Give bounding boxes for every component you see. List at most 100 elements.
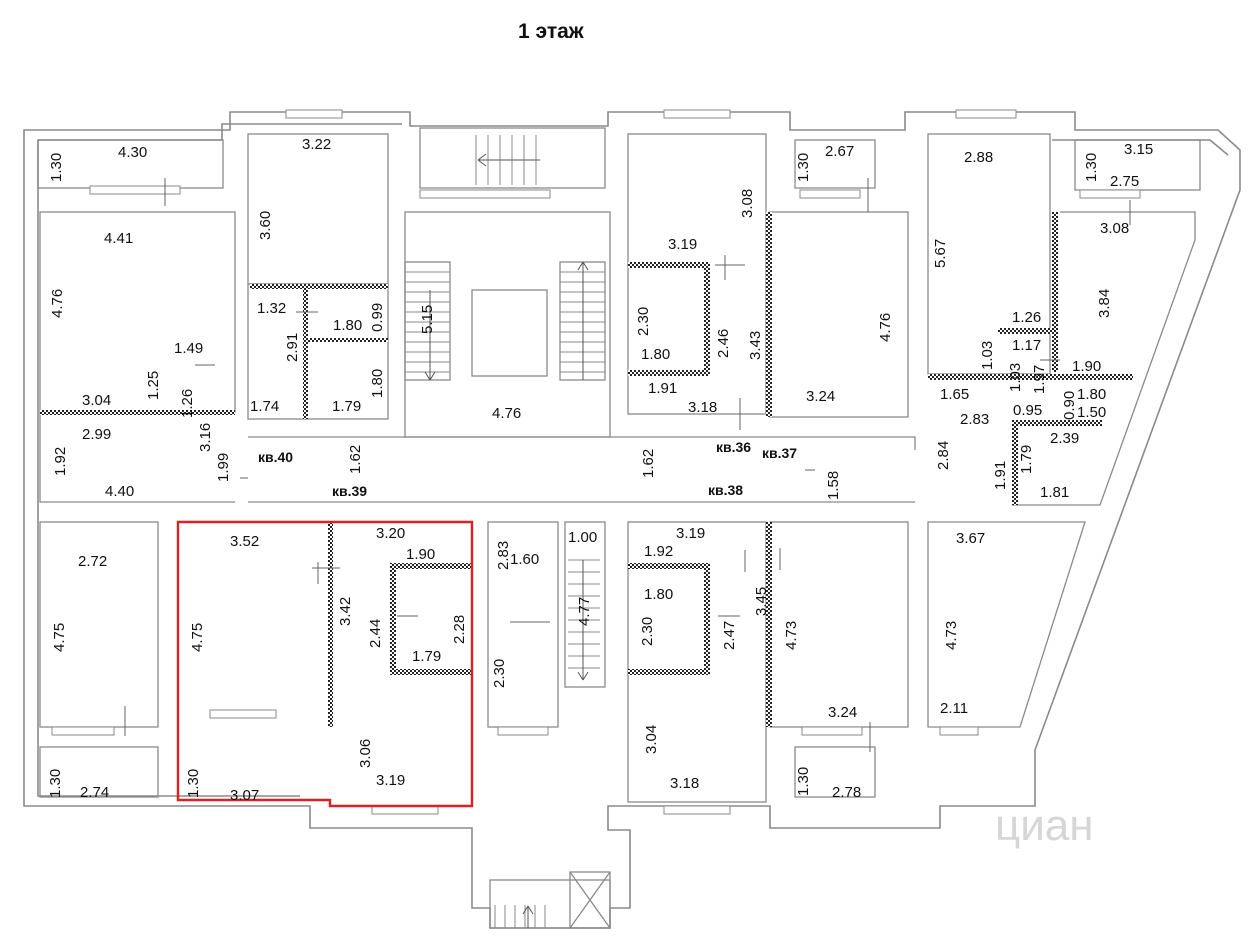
- dimension-label: 2.30: [635, 307, 652, 336]
- dimension-label: 1.60: [510, 551, 539, 568]
- dimension-label: 1.92: [52, 447, 69, 476]
- dimension-label: 3.08: [1100, 220, 1129, 237]
- dimension-label: 2.83: [960, 411, 989, 428]
- dimension-label: 2.28: [451, 615, 468, 644]
- dimension-label: 3.22: [302, 136, 331, 153]
- dimension-label: 4.76: [492, 405, 521, 422]
- apartment-label-36: кв.36: [716, 439, 751, 455]
- dimension-label: 1.26: [179, 389, 196, 418]
- dimension-label: 3.19: [668, 236, 697, 253]
- hatched-walls: [40, 212, 1133, 727]
- dimension-label: 2.30: [639, 617, 656, 646]
- dimension-label: 2.88: [964, 149, 993, 166]
- dimension-label: 3.18: [670, 775, 699, 792]
- dimension-label: 3.18: [688, 399, 717, 416]
- dimension-label: 1.03: [1007, 363, 1024, 392]
- dimension-label: 2.91: [284, 333, 301, 362]
- dimension-label: 1.99: [215, 453, 232, 482]
- dimension-label: 1.62: [640, 449, 657, 478]
- dimension-label: 4.77: [576, 597, 593, 626]
- dimension-label: 1.25: [145, 371, 162, 400]
- apartment-labels: кв.36 кв.37 кв.38 кв.39 кв.40: [258, 439, 797, 499]
- dimension-label: 4.75: [189, 623, 206, 652]
- dimension-labels-vertical: 1.30 4.76 3.60 0.99 2.91 1.25 1.26 1.80 …: [47, 153, 1113, 798]
- dimension-label: 1.97: [1031, 365, 1048, 394]
- dimension-label: 3.45: [753, 587, 770, 616]
- windows: [51, 109, 1141, 815]
- dimension-label: 1.79: [332, 398, 361, 415]
- dimension-label: 1.80: [641, 346, 670, 363]
- dimension-label: 3.19: [676, 525, 705, 542]
- dimension-label: 1.00: [568, 529, 597, 546]
- dimension-label: 1.81: [1040, 484, 1069, 501]
- dimension-label: 1.80: [644, 586, 673, 603]
- dimension-label: 1.90: [1072, 358, 1101, 375]
- dimension-label: 0.90: [1061, 391, 1078, 420]
- dimension-label: 1.91: [648, 380, 677, 397]
- dimension-label: 5.15: [419, 305, 436, 334]
- door-marks: [124, 178, 1131, 752]
- dimension-label: 4.75: [51, 623, 68, 652]
- dimension-label: 3.16: [197, 423, 214, 452]
- dimension-label: 1.30: [47, 769, 64, 798]
- dimension-label: 1.80: [369, 369, 386, 398]
- dimension-label: 3.20: [376, 525, 405, 542]
- dimension-label: 2.39: [1050, 430, 1079, 447]
- dimension-label: 1.80: [1077, 386, 1106, 403]
- dimension-label: 2.47: [721, 621, 738, 650]
- dimension-label: 3.08: [739, 189, 756, 218]
- dimension-label: 1.30: [48, 153, 65, 182]
- dimension-label: 1.50: [1077, 404, 1106, 421]
- dimension-label: 3.84: [1096, 289, 1113, 318]
- dimension-label: 1.32: [257, 300, 286, 317]
- dimension-label: 3.04: [82, 392, 111, 409]
- dimension-label: 1.80: [333, 317, 362, 334]
- dimension-label: 3.52: [230, 533, 259, 550]
- dimension-label: 4.40: [105, 483, 134, 500]
- dimension-label: 3.04: [643, 725, 660, 754]
- floor-title: 1 этаж: [518, 20, 585, 43]
- dimension-label: 2.44: [367, 619, 384, 648]
- watermark: циан: [995, 801, 1094, 850]
- dimension-label: 3.15: [1124, 141, 1153, 158]
- dimension-label: 4.76: [49, 289, 66, 318]
- dimension-label: 2.46: [715, 329, 732, 358]
- dimension-label: 3.24: [806, 388, 835, 405]
- dimension-label: 2.99: [82, 426, 111, 443]
- dimension-label: 1.90: [406, 546, 435, 563]
- dimension-label: 2.30: [491, 659, 508, 688]
- apartment-label-40: кв.40: [258, 449, 293, 465]
- dimension-label: 0.95: [1013, 402, 1042, 419]
- dimension-labels: 4.30 3.22 4.41 1.32 1.80 1.49 3.04 1.74 …: [78, 136, 1153, 804]
- dimension-label: 1.91: [992, 461, 1009, 490]
- dimension-label: 1.03: [979, 341, 996, 370]
- dimension-label: 1.30: [185, 769, 202, 798]
- dimension-label: 5.67: [932, 239, 949, 268]
- dimension-label: 2.75: [1110, 173, 1139, 190]
- dimension-label: 1.92: [644, 543, 673, 560]
- dimension-label: 2.84: [935, 441, 952, 470]
- dimension-label: 1.79: [1018, 445, 1035, 474]
- dimension-label: 3.60: [257, 211, 274, 240]
- dimension-label: 2.74: [80, 784, 109, 801]
- dimension-label: 2.78: [832, 784, 861, 801]
- dimension-label: 3.07: [230, 787, 259, 804]
- dimension-label: 3.24: [828, 704, 857, 721]
- dimension-label: 1.17: [1012, 337, 1041, 354]
- dimension-label: 1.62: [347, 445, 364, 474]
- dimension-label: 3.43: [747, 331, 764, 360]
- dimension-label: 4.73: [783, 621, 800, 650]
- dimension-label: 3.06: [357, 739, 374, 768]
- apartment-label-39: кв.39: [332, 483, 367, 499]
- dimension-label: 2.72: [78, 553, 107, 570]
- dimension-label: 1.49: [174, 340, 203, 357]
- dimension-label: 1.26: [1012, 309, 1041, 326]
- stair-arrow: [424, 153, 589, 928]
- apartment-label-37: кв.37: [762, 445, 797, 461]
- dimension-label: 4.76: [877, 313, 894, 342]
- dimension-label: 2.83: [495, 541, 512, 570]
- dimension-label: 4.41: [104, 230, 133, 247]
- dimension-label: 1.58: [825, 471, 842, 500]
- dimension-label: 2.11: [940, 700, 968, 717]
